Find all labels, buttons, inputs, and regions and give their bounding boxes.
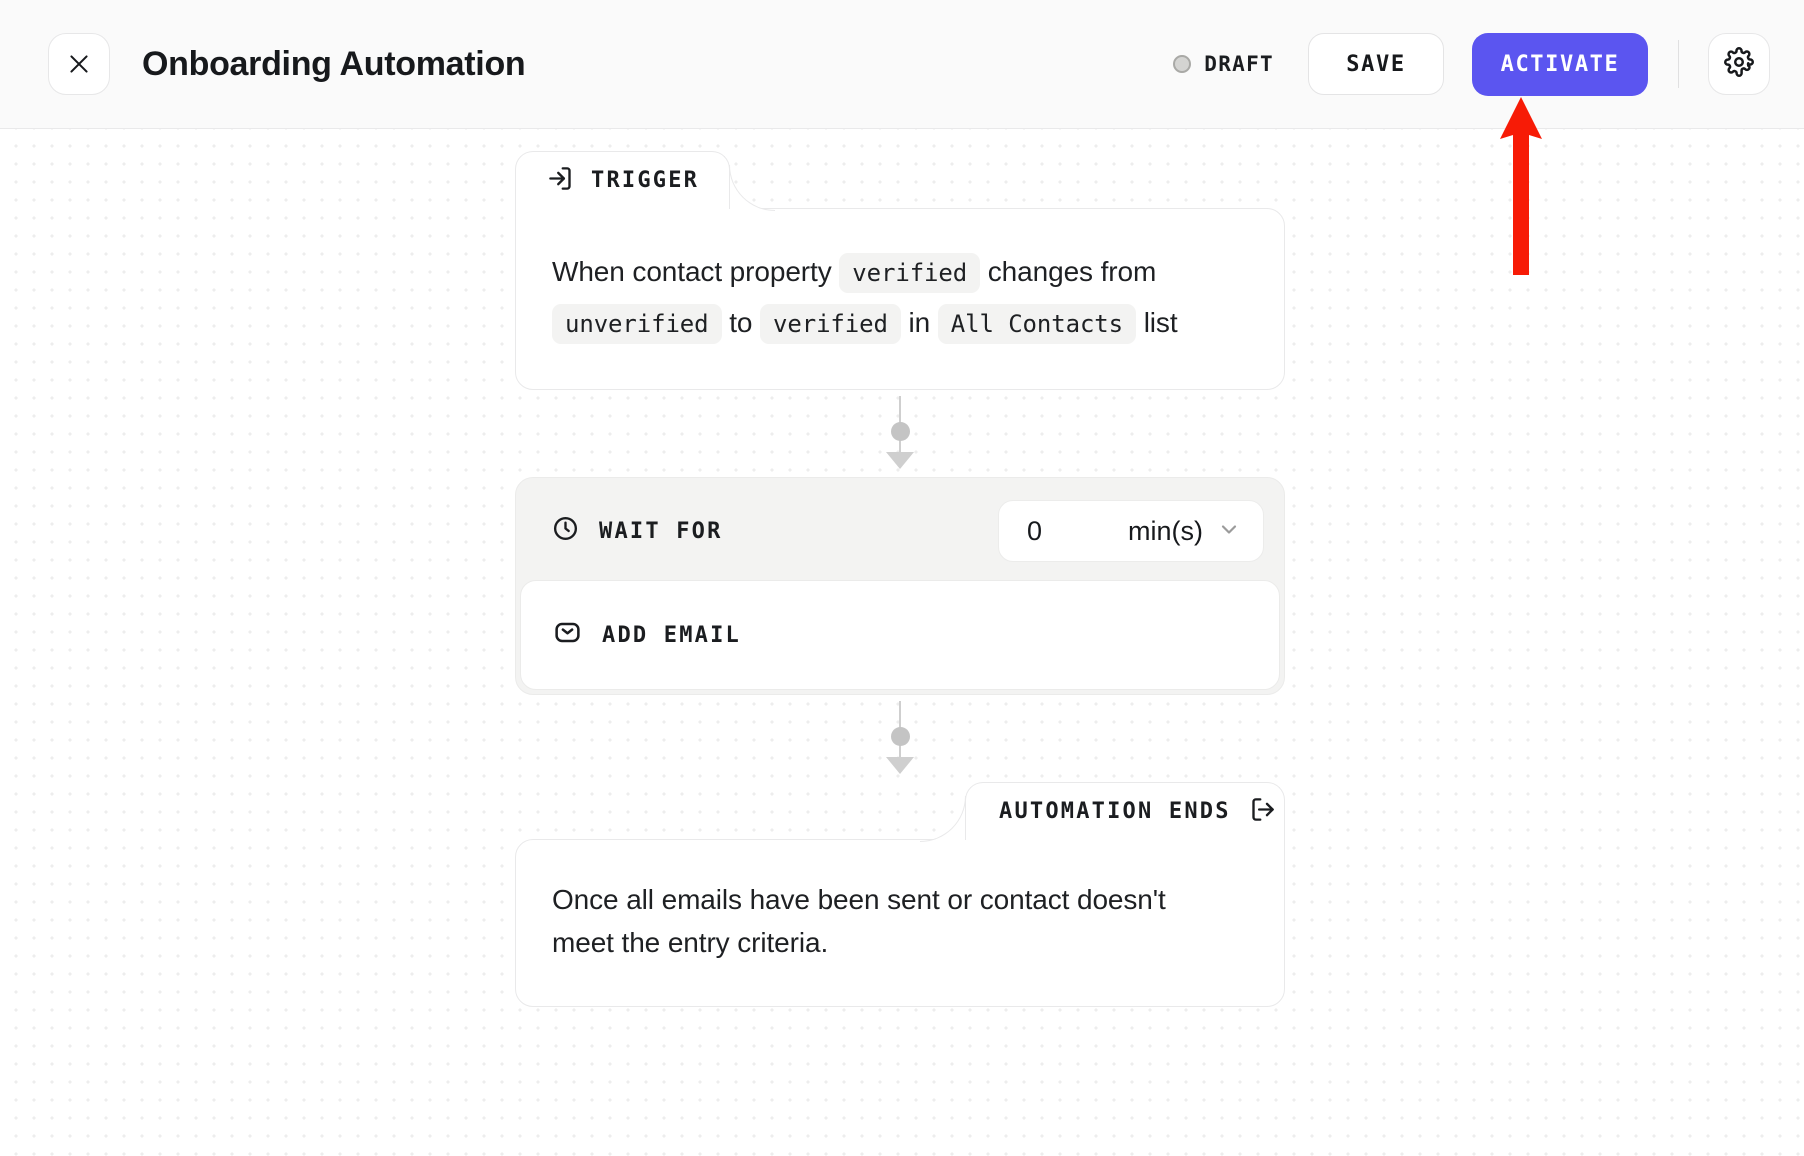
top-bar-actions: DRAFT SAVE ACTIVATE — [1173, 32, 1770, 96]
trigger-tab-notch — [729, 165, 775, 211]
chevron-down-icon[interactable] — [1217, 517, 1241, 546]
wait-duration-value[interactable]: 0 — [1027, 515, 1043, 546]
wait-duration-selector[interactable]: 0 min(s) — [998, 500, 1264, 562]
status-label: DRAFT — [1204, 52, 1274, 76]
trigger-sentence: When contact property verified changes f… — [552, 247, 1248, 349]
automation-ends-tab-row: AUTOMATION ENDS — [515, 782, 1285, 842]
close-button[interactable] — [48, 33, 110, 95]
wait-step-group: WAIT FOR 0 min(s) — [515, 477, 1285, 695]
wait-for-row[interactable]: WAIT FOR 0 min(s) — [520, 482, 1280, 580]
trigger-text-5: list — [1143, 307, 1178, 338]
save-button[interactable]: SAVE — [1308, 33, 1444, 95]
automation-ends-tab-notch — [920, 796, 966, 842]
toolbar-divider — [1678, 40, 1679, 88]
flow-canvas[interactable]: TRIGGER When contact property verified c… — [0, 129, 1804, 1156]
gear-icon — [1724, 46, 1754, 82]
wait-for-label: WAIT FOR — [599, 518, 723, 544]
connector-arrowhead-icon — [886, 757, 914, 774]
trigger-chip-property[interactable]: verified — [839, 253, 981, 293]
automation-ends-node: AUTOMATION ENDS Once all emails have bee… — [515, 782, 1285, 1007]
trigger-text-1: When contact property — [552, 256, 832, 287]
close-icon — [66, 51, 92, 77]
clock-icon — [552, 515, 579, 547]
status-badge: DRAFT — [1173, 52, 1274, 76]
connector-trigger-to-wait — [515, 390, 1285, 477]
automation-ends-body: Once all emails have been sent or contac… — [515, 839, 1285, 1007]
flow-column: TRIGGER When contact property verified c… — [515, 151, 1285, 1007]
trigger-text-2: changes from — [987, 256, 1157, 287]
login-arrow-icon — [547, 165, 574, 197]
connector-dot[interactable] — [891, 727, 910, 746]
wait-for-label-group: WAIT FOR — [552, 515, 723, 547]
trigger-chip-to[interactable]: verified — [760, 304, 901, 344]
trigger-tab-label: TRIGGER — [591, 168, 700, 193]
trigger-text-3: to — [729, 307, 753, 338]
connector-arrowhead-icon — [886, 452, 914, 469]
status-dot-icon — [1173, 55, 1192, 73]
wait-duration-unit: min(s) — [1128, 515, 1203, 546]
page-title: Onboarding Automation — [142, 44, 526, 83]
automation-ends-tab: AUTOMATION ENDS — [965, 782, 1285, 840]
activate-button[interactable]: ACTIVATE — [1472, 32, 1648, 96]
trigger-chip-list[interactable]: All Contacts — [937, 304, 1136, 344]
add-email-step[interactable]: ADD EMAIL — [520, 580, 1280, 690]
logout-arrow-icon — [1249, 796, 1276, 828]
trigger-chip-from[interactable]: unverified — [552, 304, 722, 344]
add-email-label: ADD EMAIL — [602, 622, 742, 648]
trigger-tab[interactable]: TRIGGER — [515, 151, 730, 209]
connector-wait-to-end — [515, 695, 1285, 782]
top-bar: Onboarding Automation DRAFT SAVE ACTIVAT… — [0, 0, 1804, 129]
envelope-icon — [553, 618, 582, 652]
automation-ends-text: Once all emails have been sent or contac… — [552, 884, 1166, 958]
trigger-text-4: in — [908, 307, 931, 338]
settings-button[interactable] — [1708, 33, 1770, 95]
connector-dot[interactable] — [891, 422, 910, 441]
trigger-node[interactable]: TRIGGER When contact property verified c… — [515, 151, 1285, 390]
automation-ends-label: AUTOMATION ENDS — [999, 799, 1231, 824]
trigger-body[interactable]: When contact property verified changes f… — [515, 208, 1285, 390]
